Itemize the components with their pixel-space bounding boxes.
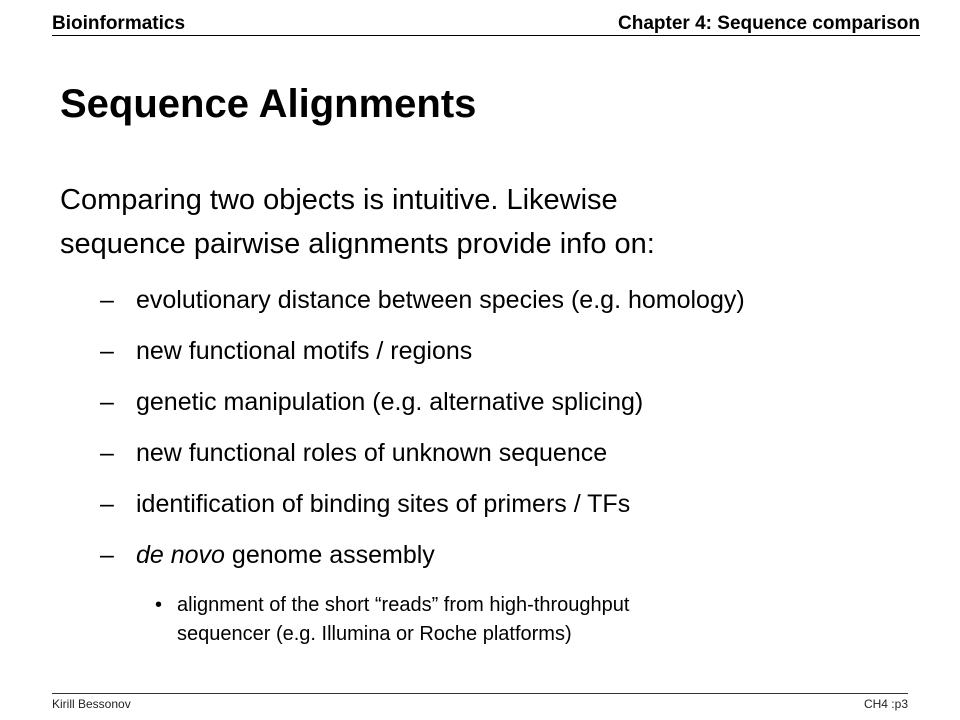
footer-divider [52, 693, 908, 694]
sub-bullet-text: alignment of the short “reads” from high… [177, 591, 629, 649]
slide-title: Sequence Alignments [60, 82, 477, 126]
bullet-item: – evolutionary distance between species … [100, 275, 940, 326]
intro-text: Comparing two objects is intuitive. Like… [60, 178, 900, 266]
dot-marker: • [155, 594, 163, 616]
bullet-text: new functional motifs / regions [136, 337, 473, 365]
bullet-item: – new functional roles of unknown sequen… [100, 428, 940, 479]
dash-marker: – [100, 337, 114, 365]
intro-line-2: sequence pairwise alignments provide inf… [60, 228, 655, 260]
dash-marker: – [100, 439, 114, 467]
bullet-text: de novo genome assembly [136, 541, 435, 570]
dash-marker: – [100, 541, 114, 569]
slide-header: Bioinformatics Chapter 4: Sequence compa… [52, 10, 920, 36]
italic-term: de novo [136, 541, 225, 569]
bullet-item: – identification of binding sites of pri… [100, 479, 940, 530]
dash-marker: – [100, 388, 114, 416]
dash-marker: – [100, 490, 114, 518]
bullet-list: – evolutionary distance between species … [100, 275, 940, 649]
course-name: Bioinformatics [52, 13, 186, 34]
sub-bullet-line-1: alignment of the short “reads” from high… [177, 594, 630, 616]
dash-marker: – [100, 286, 114, 314]
bullet-text: genetic manipulation (e.g. alternative s… [136, 388, 644, 416]
chapter-name: Chapter 4: Sequence comparison [618, 13, 920, 34]
intro-line-1: Comparing two objects is intuitive. Like… [60, 184, 618, 216]
bullet-item: – genetic manipulation (e.g. alternative… [100, 377, 940, 428]
bullet-text: identification of binding sites of prime… [136, 490, 631, 518]
sub-bullet-item: • alignment of the short “reads” from hi… [155, 591, 855, 649]
page-number: CH4 :p3 [863, 697, 908, 711]
bullet-item: – new functional motifs / regions [100, 326, 940, 377]
sub-bullet-line-2: sequencer (e.g. Illumina or Roche platfo… [177, 623, 572, 645]
slide-footer: Kirill Bessonov CH4 :p3 [52, 697, 908, 711]
bullet-text: evolutionary distance between species (e… [136, 286, 745, 314]
bullet-text: new functional roles of unknown sequence [136, 439, 608, 467]
bullet-item: – de novo genome assembly [100, 530, 940, 581]
author-name: Kirill Bessonov [52, 697, 131, 711]
bullet-text-rest: genome assembly [224, 541, 435, 569]
